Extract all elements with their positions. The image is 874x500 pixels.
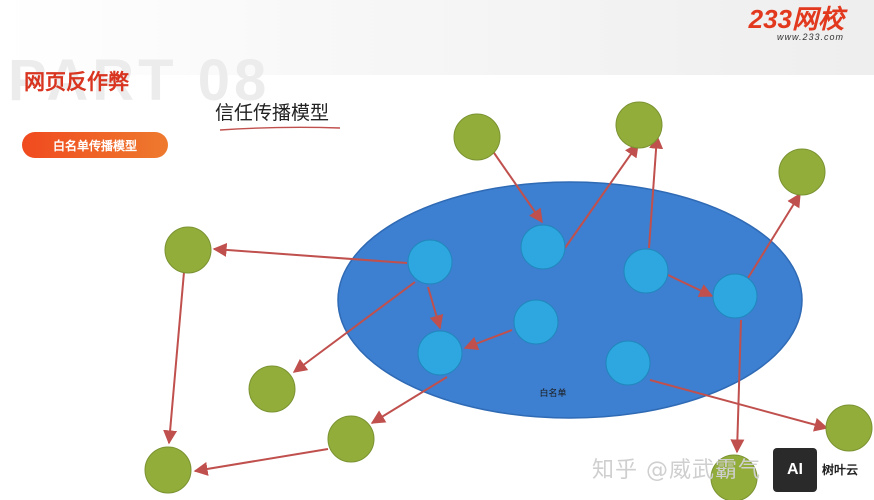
edge bbox=[491, 149, 543, 224]
outer-node bbox=[615, 101, 663, 149]
outer-node bbox=[144, 446, 192, 494]
brand-logo: 233网校 www.233.com bbox=[749, 6, 844, 42]
outer-node bbox=[164, 226, 212, 274]
outer-node bbox=[825, 404, 873, 452]
brand-url: www.233.com bbox=[776, 32, 844, 42]
brand-logo-text: 233网校 bbox=[748, 4, 844, 34]
edge bbox=[648, 134, 664, 249]
edge bbox=[193, 448, 329, 476]
part-background-label: PART 08 bbox=[8, 48, 271, 113]
outer-nodes bbox=[144, 101, 873, 500]
outer-node bbox=[327, 415, 375, 463]
whitelist-node bbox=[605, 340, 651, 386]
whitelist-node bbox=[520, 224, 566, 270]
whitelist-node bbox=[407, 239, 453, 285]
outer-node bbox=[710, 454, 758, 500]
whitelist-label: 白名单 bbox=[539, 387, 566, 399]
edge bbox=[292, 281, 416, 373]
watermark-text: 知乎 @威武霸气 bbox=[592, 458, 761, 483]
edge bbox=[427, 286, 444, 330]
header-band bbox=[0, 0, 874, 75]
whitelist-nodes bbox=[407, 224, 758, 386]
whitelist-propagation-pill[interactable]: 白名单传播模型 bbox=[22, 132, 168, 158]
edge bbox=[747, 192, 801, 279]
whitelist-node bbox=[712, 273, 758, 319]
outer-node bbox=[778, 148, 826, 196]
edges bbox=[163, 134, 829, 476]
badge-caption: 树叶云 bbox=[822, 463, 859, 477]
whitelist-node bbox=[417, 330, 463, 376]
edge bbox=[730, 319, 745, 454]
edge bbox=[212, 242, 408, 264]
outer-node bbox=[453, 113, 501, 161]
whitelist-node bbox=[513, 299, 559, 345]
whitelist-node bbox=[623, 248, 669, 294]
ai-badge: AI bbox=[773, 448, 817, 492]
outer-node bbox=[248, 365, 296, 413]
edge bbox=[370, 376, 448, 424]
edge bbox=[667, 274, 714, 297]
edge bbox=[564, 142, 639, 249]
section-title: 网页反作弊 bbox=[24, 70, 129, 94]
edge bbox=[463, 329, 513, 351]
edge bbox=[163, 271, 185, 445]
title-underline bbox=[219, 126, 341, 131]
slide-title: 信任传播模型 bbox=[215, 102, 330, 124]
